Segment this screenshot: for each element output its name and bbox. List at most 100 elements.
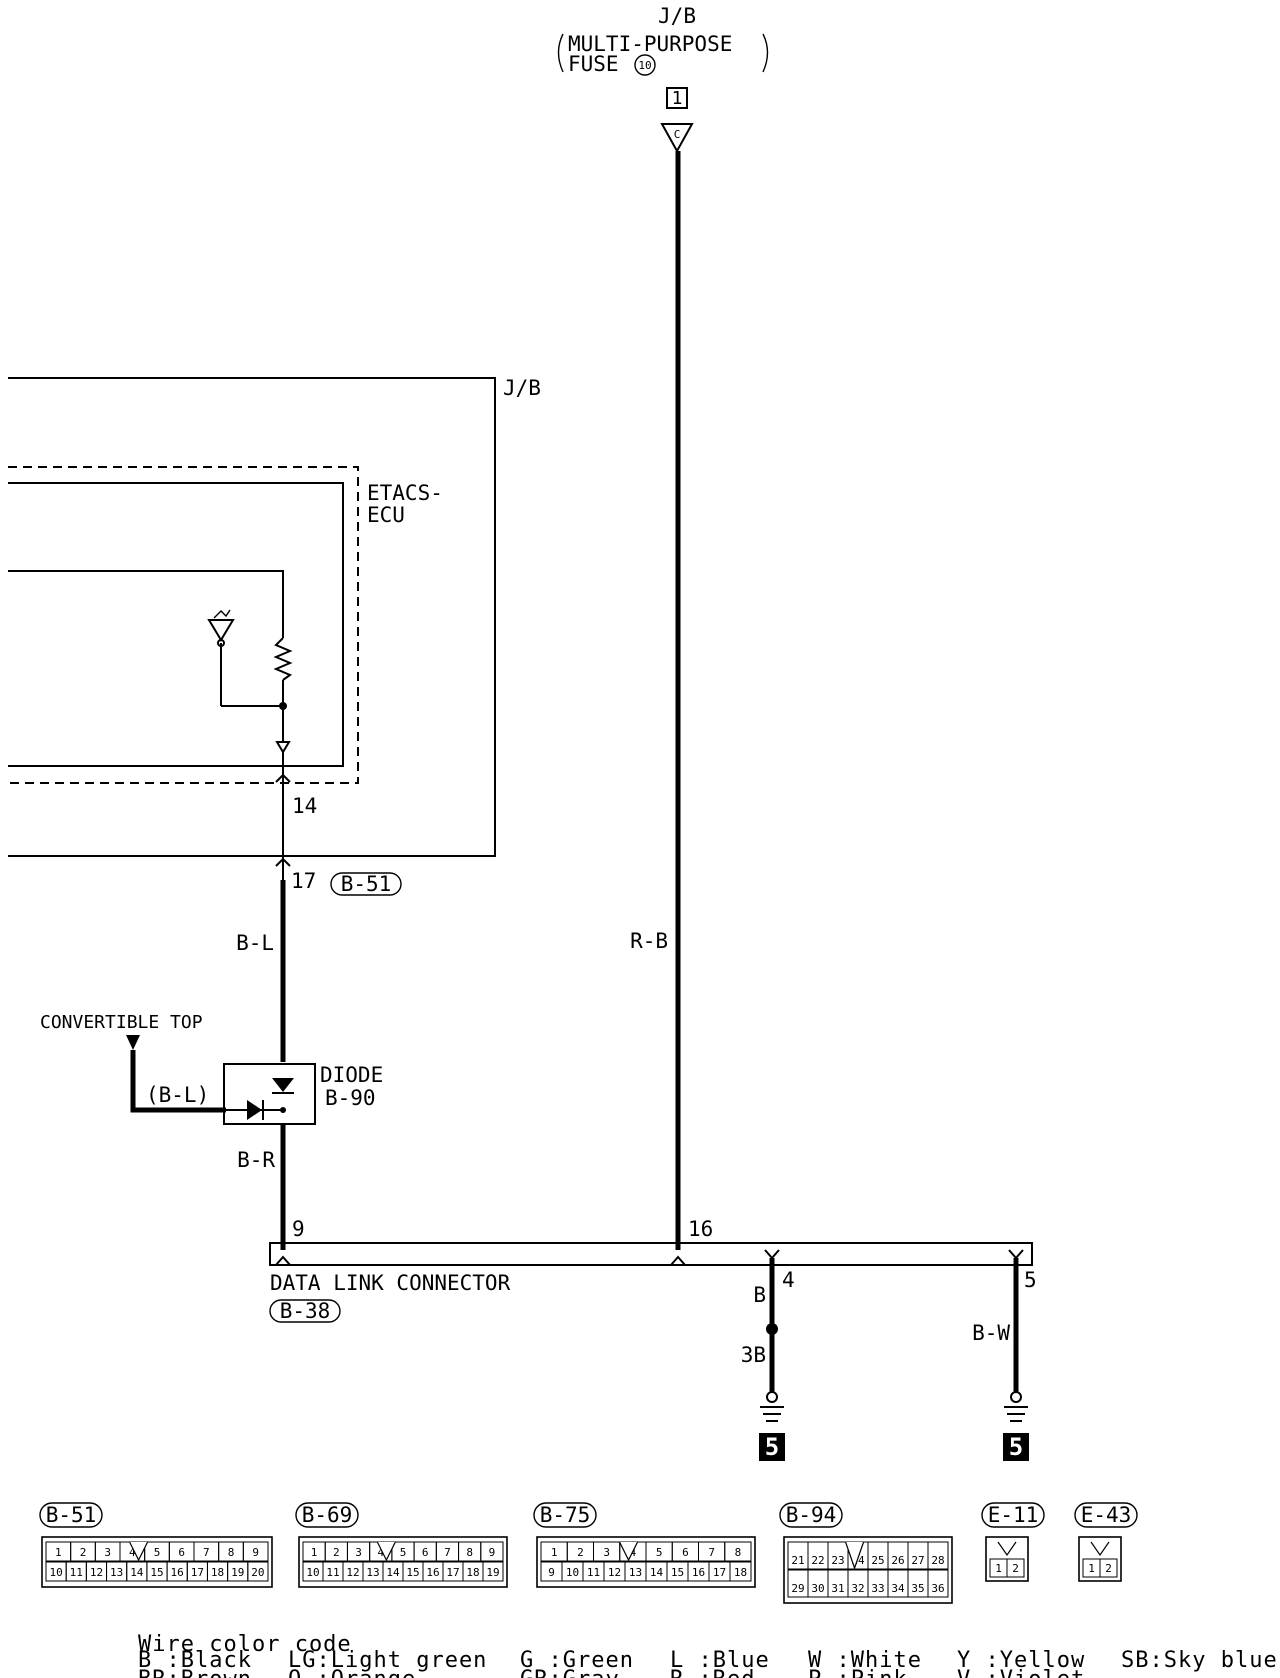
diode-left-icon bbox=[247, 1100, 262, 1120]
convertible-top-arrow-icon bbox=[126, 1035, 140, 1050]
connector-e-43-pin-label: 2 bbox=[1105, 1562, 1112, 1575]
connector-b-51-pin-label: 3 bbox=[104, 1546, 111, 1559]
pin-9-label: 9 bbox=[292, 1217, 305, 1241]
connector-b-51-pin-label: 20 bbox=[251, 1566, 264, 1579]
connector-e-43-key-icon bbox=[1090, 1541, 1110, 1557]
wire-convertible-top bbox=[130, 1050, 226, 1113]
connector-b-69-pin-label: 7 bbox=[444, 1546, 451, 1559]
wire-b-label: B bbox=[753, 1283, 766, 1307]
dlc-connector-label: B-38 bbox=[280, 1299, 331, 1323]
connector-b-75-pin-label: 6 bbox=[682, 1546, 689, 1559]
legend-items: B :BlackBR:BrownLG:Light greenO :OrangeG… bbox=[138, 1648, 1278, 1678]
connector-b-51-pin-label: 6 bbox=[178, 1546, 185, 1559]
connector-b-94-pin-28 bbox=[927, 1541, 949, 1570]
connector-b-75-pin-label: 9 bbox=[548, 1566, 555, 1579]
legend-item: G :Green bbox=[520, 1648, 634, 1673]
etacs-label-1: ETACS- bbox=[367, 481, 443, 505]
pin-17-label: 17 bbox=[291, 869, 316, 893]
fuse-number-circle bbox=[634, 54, 656, 76]
legend-title: Wire color code bbox=[138, 1632, 352, 1657]
ground-left-number: 5 bbox=[765, 1433, 779, 1461]
connector-e-43-pin-label: 1 bbox=[1088, 1562, 1095, 1575]
connector-b-75-pin-label: 14 bbox=[650, 1566, 664, 1579]
connector-b-75-pin-label: 7 bbox=[708, 1546, 715, 1559]
connector-b-69-pin-label: 18 bbox=[466, 1566, 479, 1579]
transistor-node bbox=[217, 639, 225, 647]
connector-b-51-pin-label: 5 bbox=[154, 1546, 161, 1559]
connector-b-94-pin-label: 26 bbox=[891, 1554, 904, 1567]
diode-label: DIODE bbox=[320, 1063, 383, 1087]
connector-b-51-badge bbox=[39, 1502, 103, 1528]
connector-b-51-pin-label: 1 bbox=[55, 1546, 62, 1559]
legend-item: B :Black bbox=[138, 1648, 252, 1673]
pin-16-fork bbox=[670, 1255, 686, 1266]
connector-b-94-pin-label: 34 bbox=[891, 1582, 905, 1595]
connector-b-75-body bbox=[536, 1536, 756, 1588]
connector-b-94-pin-label: 33 bbox=[871, 1582, 884, 1595]
internal-ground-icon bbox=[275, 741, 291, 754]
connector-b-94-pin-label: 28 bbox=[931, 1554, 944, 1567]
connector-b-94-pin-36 bbox=[927, 1569, 949, 1598]
connector-b-94-title: B-94 bbox=[786, 1503, 837, 1527]
connector-b-94-pin-label: 25 bbox=[871, 1554, 884, 1567]
etacs-inner-board bbox=[8, 482, 344, 767]
connector-b-69-pin-label: 5 bbox=[400, 1546, 407, 1559]
connector-b-94-pin-label: 35 bbox=[911, 1582, 924, 1595]
diode-connector-label: B-90 bbox=[325, 1086, 376, 1110]
paren-right bbox=[762, 33, 769, 73]
diode-top-icon bbox=[272, 1078, 294, 1092]
pin-4-fork bbox=[764, 1249, 780, 1260]
jb-subtitle-2: FUSE bbox=[568, 52, 619, 76]
connector-e-43-pin-2 bbox=[1099, 1558, 1118, 1578]
connector-b-75-pin-label: 5 bbox=[656, 1546, 663, 1559]
ground-right-badge bbox=[1003, 1433, 1029, 1461]
connector-b-69-body bbox=[298, 1536, 508, 1588]
connector-b-51-pin-label: 17 bbox=[191, 1566, 204, 1579]
legend-item: V :Violet bbox=[957, 1667, 1085, 1678]
fuse-number: 10 bbox=[638, 59, 651, 72]
connector-b-94-pin-label: 27 bbox=[911, 1554, 924, 1567]
legend-item: SB:Sky blue bbox=[1121, 1648, 1278, 1673]
connector-e-11-title: E-11 bbox=[988, 1503, 1039, 1527]
connector-b-75-pin-label: 8 bbox=[735, 1546, 742, 1559]
pin-9-fork bbox=[275, 1255, 291, 1266]
ground-right-number: 5 bbox=[1009, 1433, 1023, 1461]
connector-b-51-pin-label: 13 bbox=[110, 1566, 123, 1579]
connector-b-94-body bbox=[783, 1536, 953, 1604]
connector-b-51-key-icon bbox=[129, 1541, 149, 1562]
pin-14-fork bbox=[275, 773, 291, 783]
pin-17-fork bbox=[275, 857, 291, 867]
connector-b-51-pin-label: 11 bbox=[70, 1566, 83, 1579]
connector-b-51-pin-label: 4 bbox=[129, 1546, 136, 1559]
connector-b-69-pin-label: 17 bbox=[446, 1566, 459, 1579]
diode-junction-dot bbox=[280, 1107, 286, 1113]
connector-b-69-pin-label: 10 bbox=[306, 1566, 319, 1579]
connector-b-75-pin-label: 18 bbox=[734, 1566, 747, 1579]
legend-item: Y :Yellow bbox=[957, 1648, 1085, 1673]
connector-e-43-body bbox=[1078, 1536, 1122, 1582]
connector-b-94-key-icon bbox=[844, 1541, 865, 1570]
wire-rb-label: R-B bbox=[630, 929, 668, 953]
connector-b-69-pin-label: 15 bbox=[406, 1566, 419, 1579]
connector-b-75-pin-label: 4 bbox=[630, 1546, 637, 1559]
connector-b-75-pin-18 bbox=[729, 1561, 752, 1582]
connector-e-11-pin-label: 1 bbox=[995, 1562, 1002, 1575]
connector-b-69-pin-label: 2 bbox=[333, 1546, 340, 1559]
connector-b-94-pin-label: 23 bbox=[831, 1554, 844, 1567]
diode-box bbox=[223, 1063, 316, 1125]
pin-16-label: 16 bbox=[688, 1217, 713, 1241]
connector-b-51-body bbox=[41, 1536, 273, 1588]
connector-b-75-pin-label: 15 bbox=[671, 1566, 684, 1579]
dlc-label: DATA LINK CONNECTOR bbox=[270, 1271, 511, 1295]
jb-box bbox=[8, 377, 496, 857]
fuse-connector-letter: C bbox=[674, 128, 681, 141]
connector-b-51-pin-label: 19 bbox=[231, 1566, 244, 1579]
connector-b-75-pin-label: 10 bbox=[566, 1566, 579, 1579]
connector-b-51-pin-label: 12 bbox=[90, 1566, 103, 1579]
connector-b-69-pin-9 bbox=[480, 1541, 504, 1562]
data-link-connector-body bbox=[269, 1242, 1033, 1266]
legend-item: W :White bbox=[808, 1648, 922, 1673]
ground-right-terminal bbox=[1010, 1391, 1022, 1403]
legend-item: R :Red bbox=[670, 1667, 755, 1678]
wire-bl-label: B-L bbox=[236, 931, 274, 955]
